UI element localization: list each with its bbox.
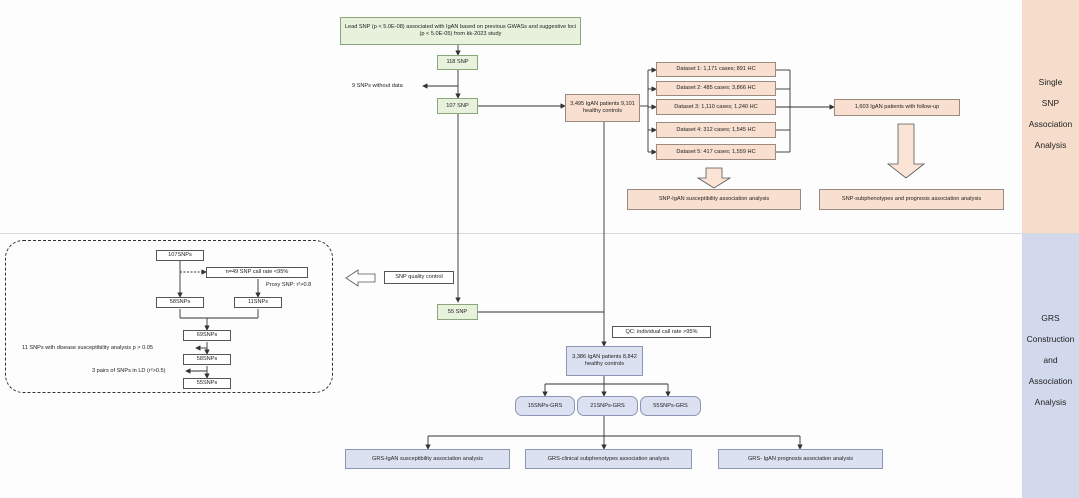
side-label-line: Construction: [1026, 334, 1075, 344]
dataset-box: Dataset 5: 417 cases; 1,559 HC: [656, 144, 776, 160]
no-data-note: 9 SNPs without data: [352, 83, 403, 89]
proxy-note: Proxy SNP: r²>0.8: [266, 282, 312, 288]
snp-qc-label-box: SNP quality control: [384, 271, 454, 284]
single-snp-side-panel: Single SNP Association Analysis: [1022, 0, 1079, 233]
panel-69snps-box: 69SNPs: [183, 330, 231, 341]
grs-55-box: 55SNPs-GRS: [640, 396, 701, 416]
dataset-box: Dataset 2: 485 cases; 3,866 HC: [656, 81, 776, 96]
followup-box: 1,603 IgAN patients with follow-up: [834, 99, 960, 116]
grs-21-box: 21SNPs-GRS: [577, 396, 638, 416]
grs-prognosis-box: GRS- IgAN prognosis association analysis: [718, 449, 883, 469]
panel-55snps-box: 55SNPs: [183, 378, 231, 389]
lead-snp-box: Lead SNP (p < 5.0E-08) associated with I…: [340, 17, 581, 45]
call-rate-box: n=49 SNP call rate <95%: [206, 267, 308, 278]
side-label-line: Analysis: [1034, 140, 1067, 150]
side-label-line: GRS: [1041, 313, 1060, 323]
side-label-line: and: [1043, 355, 1058, 365]
subphenotypes-analysis-box: SNP-subphenotypes and prognosis associat…: [819, 189, 1004, 210]
cohort-box: 3,495 IgAN patients 9,101 healthy contro…: [565, 94, 640, 122]
panel-58snps-b-box: 58SNPs: [183, 354, 231, 365]
panel-58snps-box: 58SNPs: [156, 297, 204, 308]
side-label-single-snp: Single SNP Association Analysis: [1022, 72, 1079, 156]
grs-susceptibility-box: GRS-IgAN susceptibility association anal…: [345, 449, 510, 469]
snp-118-box: 118 SNP: [437, 55, 478, 70]
grs-cohort-box: 3,386 IgAN patients 8,842 healthy contro…: [566, 346, 643, 376]
dataset-box: Dataset 3: 1,110 cases; 1,240 HC: [656, 99, 776, 115]
side-label-line: Association: [1028, 119, 1073, 129]
panel-107snps-box: 107SNPs: [156, 250, 204, 261]
dataset-box: Dataset 1: 1,171 cases; 891 HC: [656, 62, 776, 77]
side-label-grs: GRS Construction and Association Analysi…: [1022, 308, 1079, 413]
disease-note: 11 SNPs with disease susceptibility anal…: [22, 345, 153, 351]
side-label-line: SNP: [1041, 98, 1060, 108]
grs-15-box: 15SNPs-GRS: [515, 396, 575, 416]
side-label-line: Association: [1028, 376, 1073, 386]
ld-note: 3 pairs of SNPs in LD (r²>0.5): [92, 368, 166, 374]
susceptibility-analysis-box: SNP-IgAN susceptibility association anal…: [627, 189, 801, 210]
snp-qc-panel: [5, 240, 333, 393]
side-label-line: Analysis: [1034, 397, 1067, 407]
individual-qc-box: QC: individual call rate >95%: [612, 326, 711, 338]
snp-55-box: 55 SNP: [437, 304, 478, 320]
dataset-box: Dataset 4: 312 cases; 1,545 HC: [656, 122, 776, 138]
side-label-line: Single: [1038, 77, 1063, 87]
grs-side-panel: GRS Construction and Association Analysi…: [1022, 234, 1079, 498]
panel-11snps-box: 11SNPs: [234, 297, 282, 308]
snp-107-box: 107 SNP: [437, 98, 478, 114]
grs-subphenotypes-box: GRS-clinical subphenotypes association a…: [525, 449, 692, 469]
